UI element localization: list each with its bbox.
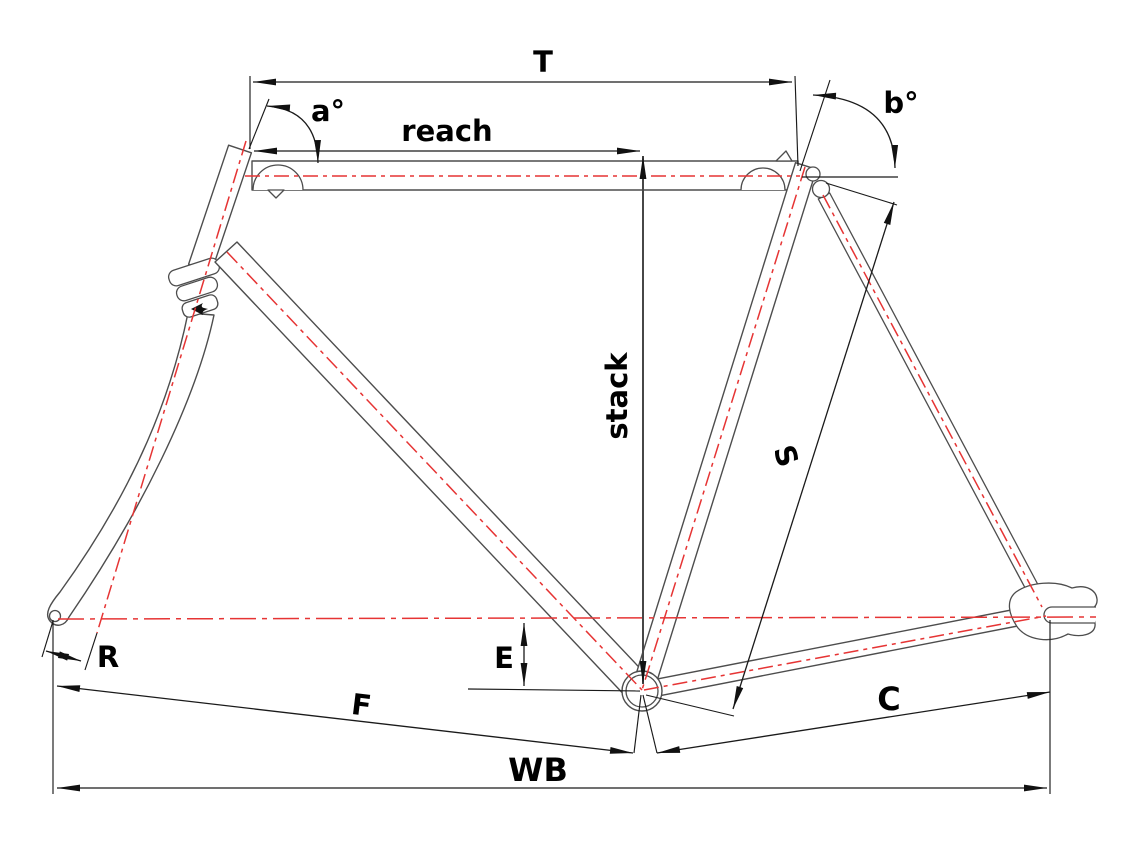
label-bb-drop: E — [494, 641, 514, 675]
ext-bb-to-f — [633, 694, 642, 754]
ext-bb-to-c — [642, 694, 658, 754]
dim-chainstay-C — [656, 691, 1051, 754]
label-stack: stack — [600, 352, 634, 440]
ext-rake-axle — [41, 620, 54, 658]
dim-seat-angle-arc — [812, 92, 899, 169]
label-front-center: F — [349, 687, 373, 723]
dimension-labels: T a° b° reach stack S E R F C WB — [97, 45, 919, 789]
ref-bb-drop — [467, 688, 641, 692]
label-wheelbase: WB — [508, 751, 568, 789]
chain-stay — [642, 605, 1038, 699]
head-lug-curve — [252, 164, 304, 191]
steering-axis-centerline — [96, 140, 247, 634]
dim-rake-R — [45, 650, 82, 662]
front-dropout — [48, 609, 62, 623]
ext-s-bottom — [645, 694, 735, 717]
seat-stay-centerline — [822, 194, 1043, 608]
ext-seat-top — [794, 75, 799, 167]
label-seat-tube-length: S — [767, 441, 806, 471]
headset-lower-ring — [175, 276, 219, 302]
label-head-angle: a° — [311, 94, 345, 128]
axle-centerline — [57, 616, 1097, 620]
label-chainstay-length: C — [877, 680, 900, 718]
seat-lug-curve — [740, 167, 786, 191]
seat-lug-point — [775, 150, 793, 162]
label-reach: reach — [401, 114, 492, 148]
seat-binder-bolt — [805, 166, 821, 182]
dimension-lines — [45, 78, 1051, 792]
fork-crown-mark — [191, 303, 208, 315]
frame-tubes — [46, 144, 1098, 712]
fork-blade — [46, 312, 215, 626]
label-top-tube: T — [533, 45, 553, 79]
dim-head-angle-arc — [266, 104, 321, 164]
label-seat-angle: b° — [883, 86, 918, 120]
ext-s-top — [825, 182, 898, 206]
dim-front-center-F — [56, 685, 634, 754]
label-fork-rake: R — [97, 640, 119, 674]
centerlines — [57, 140, 1097, 691]
ext-head-angle — [248, 98, 270, 150]
ext-seat-angle — [799, 79, 831, 172]
ext-rake-axis — [84, 632, 98, 671]
down-tube-centerline — [226, 251, 643, 691]
head-lug-point — [267, 189, 285, 199]
seat-stay-plug — [811, 179, 831, 199]
rear-dropout-slot — [1043, 606, 1096, 624]
dim-seat-tube-S — [732, 201, 895, 710]
